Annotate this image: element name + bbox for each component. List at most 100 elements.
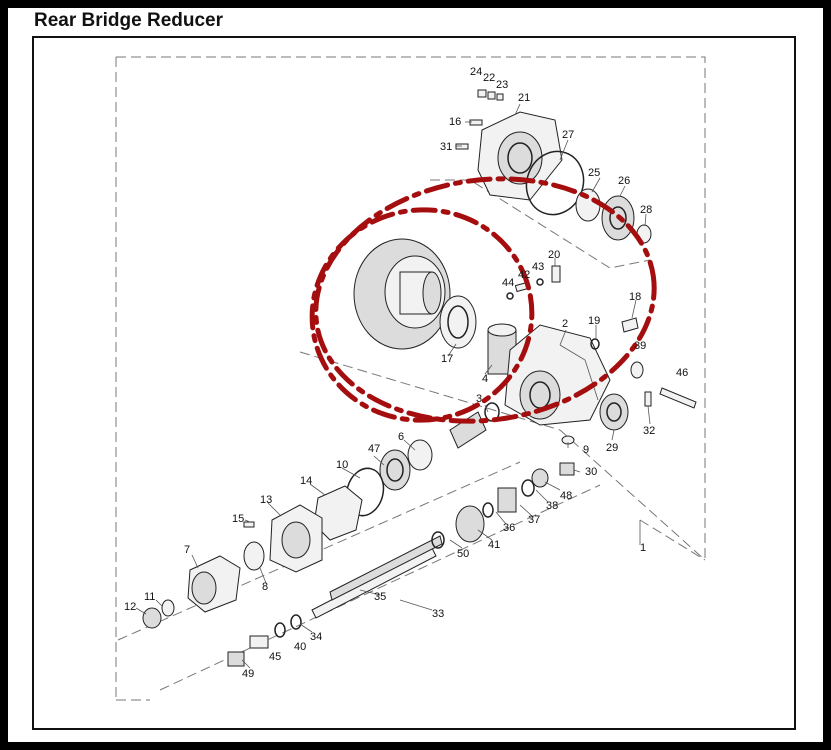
part-label-2: 2: [562, 318, 568, 330]
bolt: [477, 89, 487, 98]
part-label-11: 11: [144, 591, 155, 603]
part-label-12: 12: [124, 601, 136, 613]
highlight-outline-outer: [313, 176, 657, 424]
part-label-19: 19: [588, 315, 600, 327]
seal-ring: [609, 206, 627, 230]
seal-ring: [575, 188, 601, 222]
bevel-gear: [353, 238, 451, 350]
bolt: [243, 521, 255, 528]
part-label-22: 22: [483, 72, 495, 84]
diagram-title: Rear Bridge Reducer: [34, 10, 224, 31]
assembly-guide-line: [430, 179, 651, 269]
shaft: [329, 535, 443, 601]
drain-plug: [559, 462, 575, 476]
circlip: [290, 614, 302, 630]
part-label-33: 33: [432, 608, 444, 620]
part-label-48: 48: [560, 490, 572, 502]
part-labels: 1 2 3 4 6 7 8 9 10 11 12 13 14 15 16 17 …: [124, 66, 688, 680]
housing-cover: [477, 111, 563, 201]
washer: [482, 502, 494, 518]
part-label-32: 32: [643, 425, 655, 437]
washer: [506, 292, 514, 300]
part-label-9: 9: [583, 444, 589, 456]
part-label-36: 36: [503, 522, 515, 534]
part-label-38: 38: [546, 500, 558, 512]
part-label-37: 37: [528, 514, 540, 526]
part-label-35: 35: [374, 591, 386, 603]
bearing-washer: [439, 295, 477, 349]
assembly-boundary: [115, 56, 706, 701]
part-label-17: 17: [441, 353, 453, 365]
part-label-41: 41: [488, 539, 500, 551]
bolt: [455, 143, 469, 150]
part-label-39: 39: [634, 340, 646, 352]
long-bolt: [659, 387, 697, 409]
part-label-25: 25: [588, 167, 600, 179]
part-label-18: 18: [629, 291, 641, 303]
bolt: [496, 93, 504, 101]
washer: [484, 402, 500, 422]
part-label-47: 47: [368, 443, 380, 455]
seal-ring: [455, 505, 485, 543]
drive-coupling: [187, 555, 241, 613]
part-label-13: 13: [260, 494, 272, 506]
o-ring: [590, 338, 600, 350]
seal-ring: [407, 439, 433, 471]
bolt: [487, 91, 496, 100]
plug-seal: [630, 361, 644, 379]
part-label-15: 15: [232, 513, 244, 525]
diagram-frame: [32, 36, 796, 730]
part-label-31: 31: [440, 141, 452, 153]
part-label-23: 23: [496, 79, 508, 91]
seal-ring: [243, 541, 265, 571]
part-label-43: 43: [532, 261, 544, 273]
part-label-16: 16: [449, 116, 461, 128]
part-label-30: 30: [585, 466, 597, 478]
part-label-3: 3: [476, 393, 482, 405]
seal-ring: [599, 393, 629, 431]
spring: [249, 635, 269, 649]
circlip: [431, 531, 445, 549]
part-label-20: 20: [548, 249, 560, 261]
highlight-outline-inner: [309, 207, 535, 423]
needle-bearing: [497, 487, 517, 513]
part-label-40: 40: [294, 641, 306, 653]
breather-valve: [551, 265, 561, 283]
pinion-gear: [449, 411, 487, 449]
part-label-27: 27: [562, 129, 574, 141]
part-label-6: 6: [398, 431, 404, 443]
part-label-42: 42: [518, 269, 530, 281]
lock-nut: [142, 607, 162, 629]
input-housing-bore: [281, 521, 311, 559]
part-label-4: 4: [482, 373, 488, 385]
part-label-28: 28: [640, 204, 652, 216]
part-label-44: 44: [502, 277, 514, 289]
main-housing: [504, 324, 611, 426]
part-label-21: 21: [518, 92, 530, 104]
seal: [531, 468, 549, 488]
leader-lines: [135, 103, 651, 669]
bearing: [386, 458, 404, 482]
part-label-7: 7: [184, 544, 190, 556]
sensor: [621, 317, 639, 333]
part-label-50: 50: [457, 548, 469, 560]
part-label-14: 14: [300, 475, 312, 487]
washer: [521, 479, 535, 497]
part-label-29: 29: [606, 442, 618, 454]
part-label-24: 24: [470, 66, 482, 78]
bearing-washer: [447, 305, 469, 339]
part-label-26: 26: [618, 175, 630, 187]
part-label-45: 45: [269, 651, 281, 663]
part-label-1: 1: [640, 542, 646, 554]
washer: [536, 278, 544, 286]
washer: [161, 599, 175, 617]
bearing: [379, 449, 411, 491]
part-label-46: 46: [676, 367, 688, 379]
seal-ring: [606, 402, 622, 422]
part-label-34: 34: [310, 631, 322, 643]
bolt: [644, 391, 652, 407]
part-label-10: 10: [336, 459, 348, 471]
washer: [274, 622, 286, 638]
part-label-49: 49: [242, 668, 254, 680]
